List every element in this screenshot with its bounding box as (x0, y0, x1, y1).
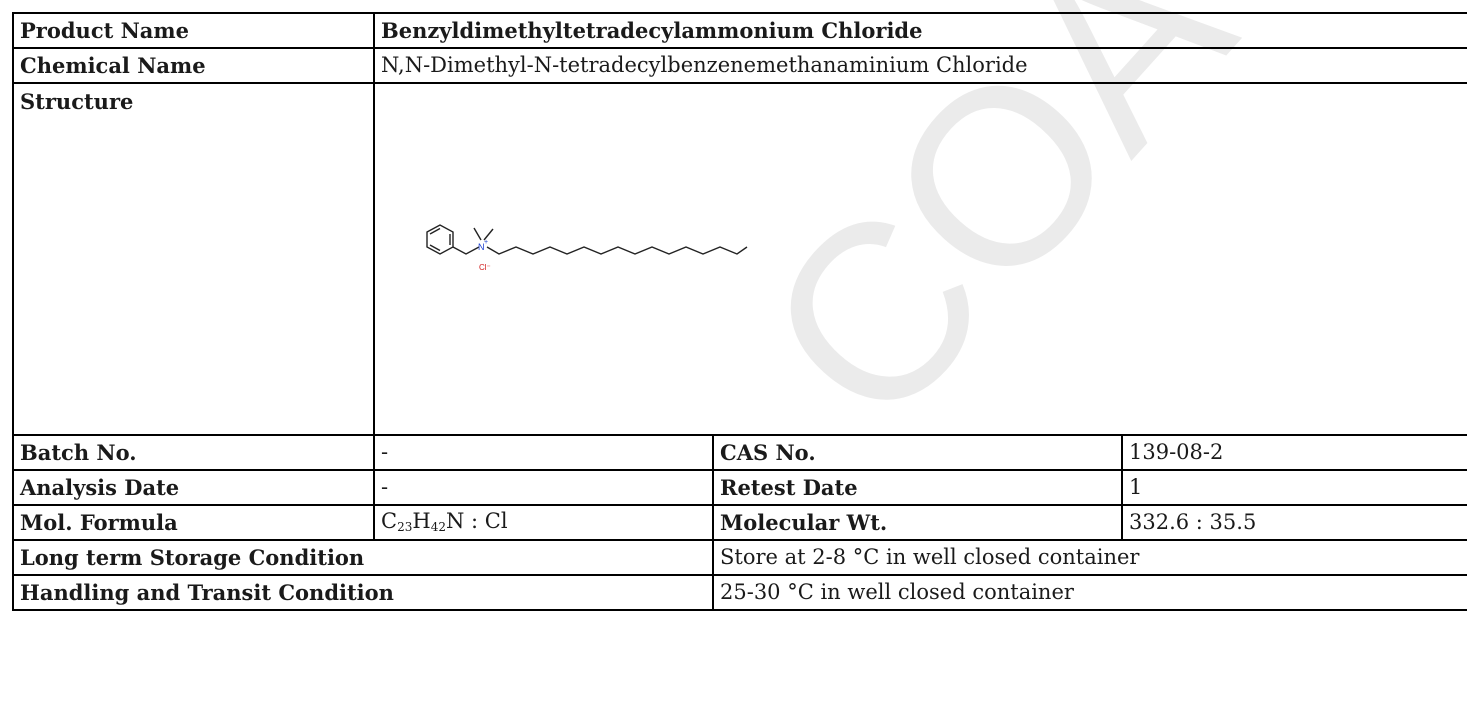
methyl-bond-1 (473, 227, 482, 241)
row-batch: Batch No. - CAS No. 139-08-2 (12, 434, 1467, 471)
chemical-name-value: N,N-Dimethyl-N-tetradecylbenzenemethanam… (373, 47, 1467, 84)
mol-formula-value: C23H42N : Cl (373, 504, 714, 541)
structure-diagram: N + Cl⁻ (426, 224, 748, 272)
row-storage: Long term Storage Condition Store at 2-8… (12, 539, 1467, 576)
row-formula: Mol. Formula C23H42N : Cl Molecular Wt. … (12, 504, 1467, 541)
mol-formula-label: Mol. Formula (12, 504, 375, 541)
row-product-name: Product Name Benzyldimethyltetradecylamm… (12, 12, 1467, 49)
formula-rest: N : Cl (445, 509, 508, 534)
batch-label: Batch No. (12, 434, 375, 471)
methyl-bond-2 (483, 228, 494, 241)
nitrogen-charge: + (484, 239, 488, 246)
handling-label: Handling and Transit Condition (12, 574, 714, 611)
analysis-date-label: Analysis Date (12, 469, 375, 506)
row-structure: Structure N + (12, 82, 1467, 436)
structure-image-cell: N + Cl⁻ (373, 82, 1467, 436)
row-handling: Handling and Transit Condition 25-30 °C … (12, 574, 1467, 611)
structure-label: Structure (12, 82, 375, 436)
chemical-name-label: Chemical Name (12, 47, 375, 84)
cas-value: 139-08-2 (1121, 434, 1467, 471)
nitrogen-atom: N (478, 242, 485, 252)
coa-table: Product Name Benzyldimethyltetradecylamm… (12, 12, 1467, 611)
retest-date-label: Retest Date (712, 469, 1123, 506)
mol-weight-label: Molecular Wt. (712, 504, 1123, 541)
mol-weight-value: 332.6 : 35.5 (1121, 504, 1467, 541)
row-chemical-name: Chemical Name N,N-Dimethyl-N-tetradecylb… (12, 47, 1467, 84)
formula-h: H (412, 509, 431, 534)
storage-value: Store at 2-8 °C in well closed container (712, 539, 1467, 576)
storage-label: Long term Storage Condition (12, 539, 714, 576)
batch-value: - (373, 434, 714, 471)
benzyl-bond (452, 246, 480, 255)
coa-document: Product Name Benzyldimethyltetradecylamm… (12, 12, 1467, 706)
product-name-value: Benzyldimethyltetradecylammonium Chlorid… (373, 12, 1467, 49)
formula-c: C (381, 509, 398, 534)
product-name-label: Product Name (12, 12, 375, 49)
benzene-inner-bonds (429, 227, 441, 235)
formula-h-count: 42 (430, 520, 446, 535)
benzene-ring (426, 224, 454, 255)
formula-c-count: 23 (397, 520, 413, 535)
tetradecyl-chain (486, 246, 748, 255)
row-analysis: Analysis Date - Retest Date 1 (12, 469, 1467, 506)
handling-value: 25-30 °C in well closed container (712, 574, 1467, 611)
chloride-ion: Cl⁻ (479, 263, 491, 272)
retest-date-value: 1 (1121, 469, 1467, 506)
cas-label: CAS No. (712, 434, 1123, 471)
analysis-date-value: - (373, 469, 714, 506)
